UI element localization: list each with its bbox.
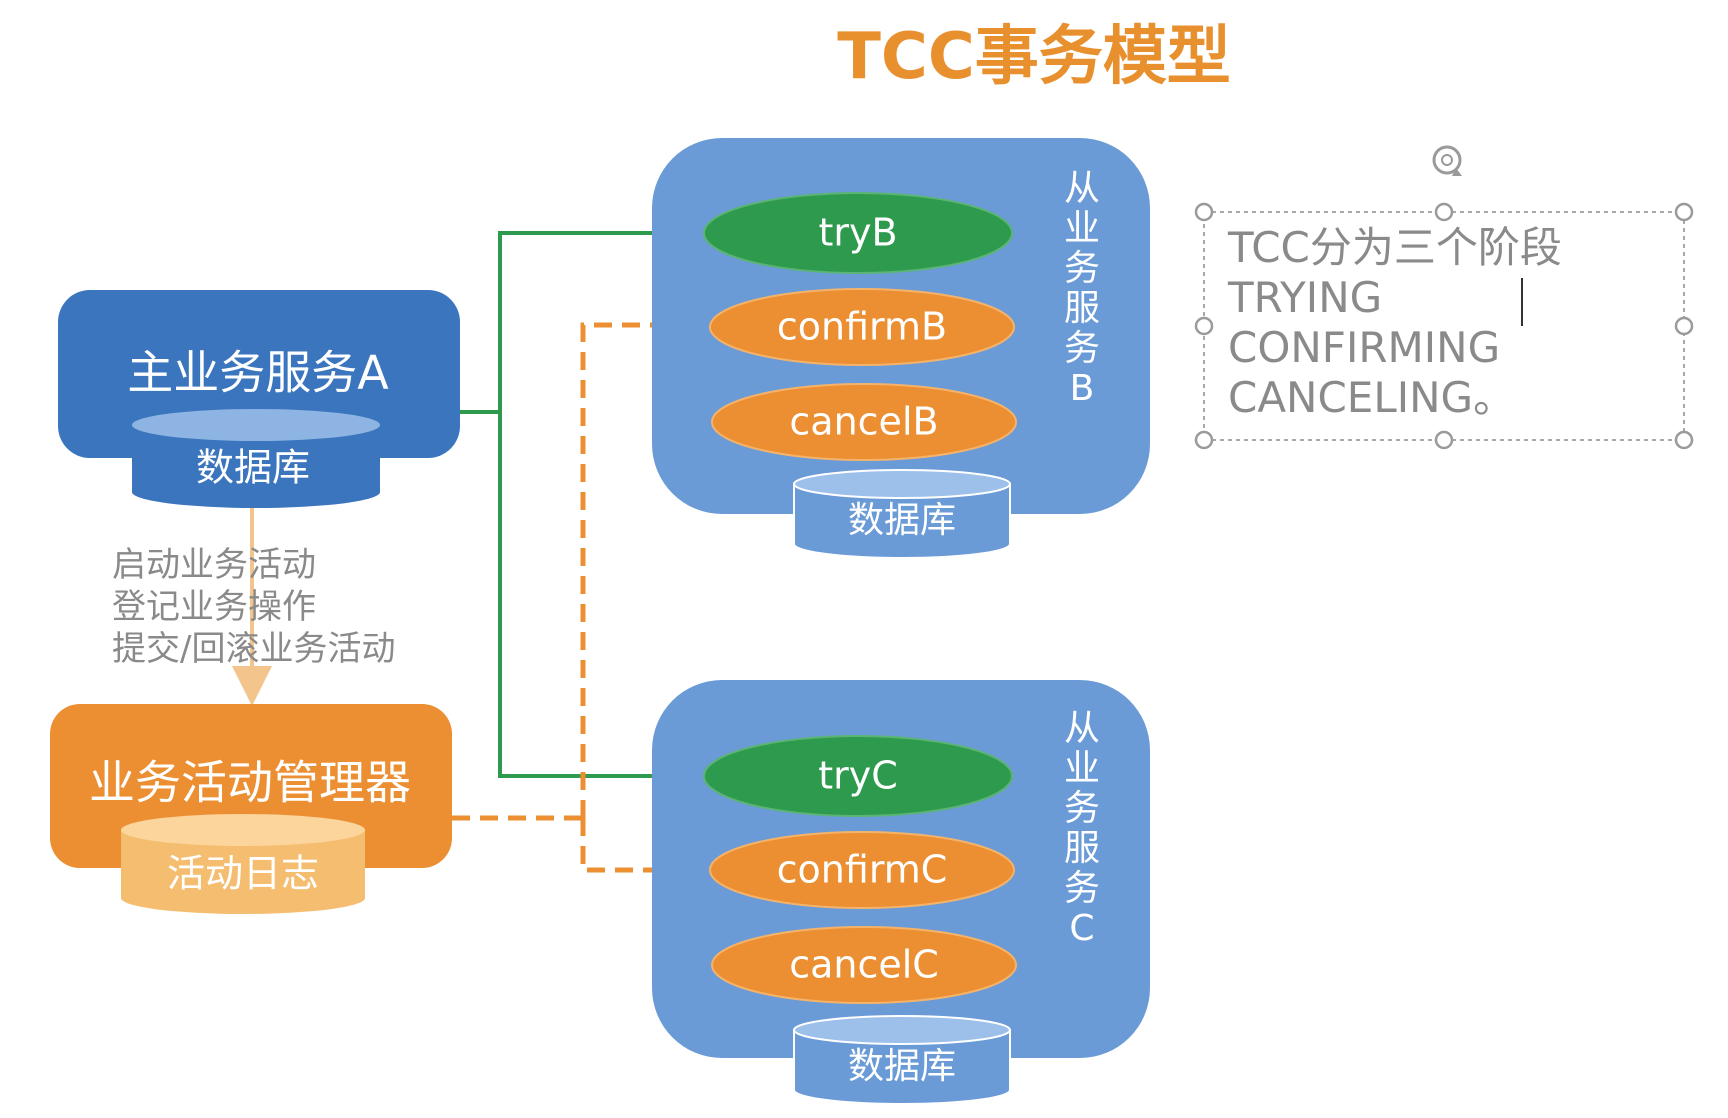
tryC-ellipse [703, 735, 1013, 817]
main-db-cylinder [132, 425, 380, 508]
tryB-label: tryB [818, 211, 897, 255]
resize-handle-top-middle[interactable] [1434, 202, 1454, 222]
main-service-a: 主业务服务A 数据库 [58, 290, 460, 508]
cancelC-ellipse [711, 926, 1017, 1004]
service-b-db-cylinder [793, 483, 1011, 559]
green-arrow-to-tryB [498, 213, 708, 412]
tryB-ellipse [703, 192, 1013, 274]
note-line: TCC分为三个阶段 [1227, 223, 1562, 272]
activity-log-label: 活动日志 [167, 852, 319, 896]
orange-dashed-to-confirmC [580, 818, 715, 895]
service-c-db-top [793, 1015, 1011, 1045]
main-db-label: 数据库 [196, 446, 310, 490]
activity-manager: 业务活动管理器 活动日志 [50, 704, 452, 914]
green-arrow-to-tryC [498, 412, 708, 796]
resize-handle-top-left[interactable] [1194, 202, 1214, 222]
resize-handle-top-right[interactable] [1674, 202, 1694, 222]
cancelB-ellipse [711, 383, 1017, 461]
service-b-db-label: 数据库 [848, 500, 956, 541]
tryC-label: tryC [818, 754, 898, 798]
cancelB-label: cancelB [789, 400, 938, 444]
confirmB-label: confirmB [777, 305, 947, 349]
resize-handle-middle-left[interactable] [1194, 316, 1214, 336]
annotation-line: 启动业务活动 [112, 545, 316, 585]
note-line: CANCELING。 [1228, 373, 1515, 422]
resize-handle-bottom-middle[interactable] [1434, 430, 1454, 450]
resize-handle-bottom-left[interactable] [1194, 430, 1214, 450]
activity-log-top [121, 814, 365, 846]
confirmC-ellipse [709, 831, 1015, 909]
service-c-db-cylinder [793, 1029, 1011, 1105]
confirmB-ellipse [709, 288, 1015, 366]
annotation-line: 提交/回滚业务活动 [112, 629, 395, 669]
main-db-top [132, 409, 380, 441]
note-line: TRYING [1227, 273, 1382, 322]
activity-manager-label: 业务活动管理器 [89, 756, 411, 810]
resize-handle-bottom-right[interactable] [1674, 430, 1694, 450]
note-textbox[interactable]: TCC分为三个阶段 TRYING CONFIRMING CANCELING。 [1194, 145, 1694, 450]
annotation-list: 启动业务活动 登记业务操作 提交/回滚业务活动 [112, 545, 395, 669]
activity-log-cylinder [121, 830, 365, 914]
confirmC-label: confirmC [777, 848, 948, 892]
cancelC-label: cancelC [789, 943, 939, 987]
annotation-line: 登记业务操作 [112, 587, 316, 627]
resize-handle-middle-right[interactable] [1674, 316, 1694, 336]
service-c-db-label: 数据库 [848, 1046, 956, 1087]
service-b-db-top [793, 469, 1011, 499]
main-service-a-label: 主业务服务A [127, 346, 389, 400]
note-line: CONFIRMING [1228, 323, 1500, 372]
page-title: TCC事务模型 [837, 20, 1231, 94]
rotate-handle-icon[interactable] [1432, 145, 1462, 176]
